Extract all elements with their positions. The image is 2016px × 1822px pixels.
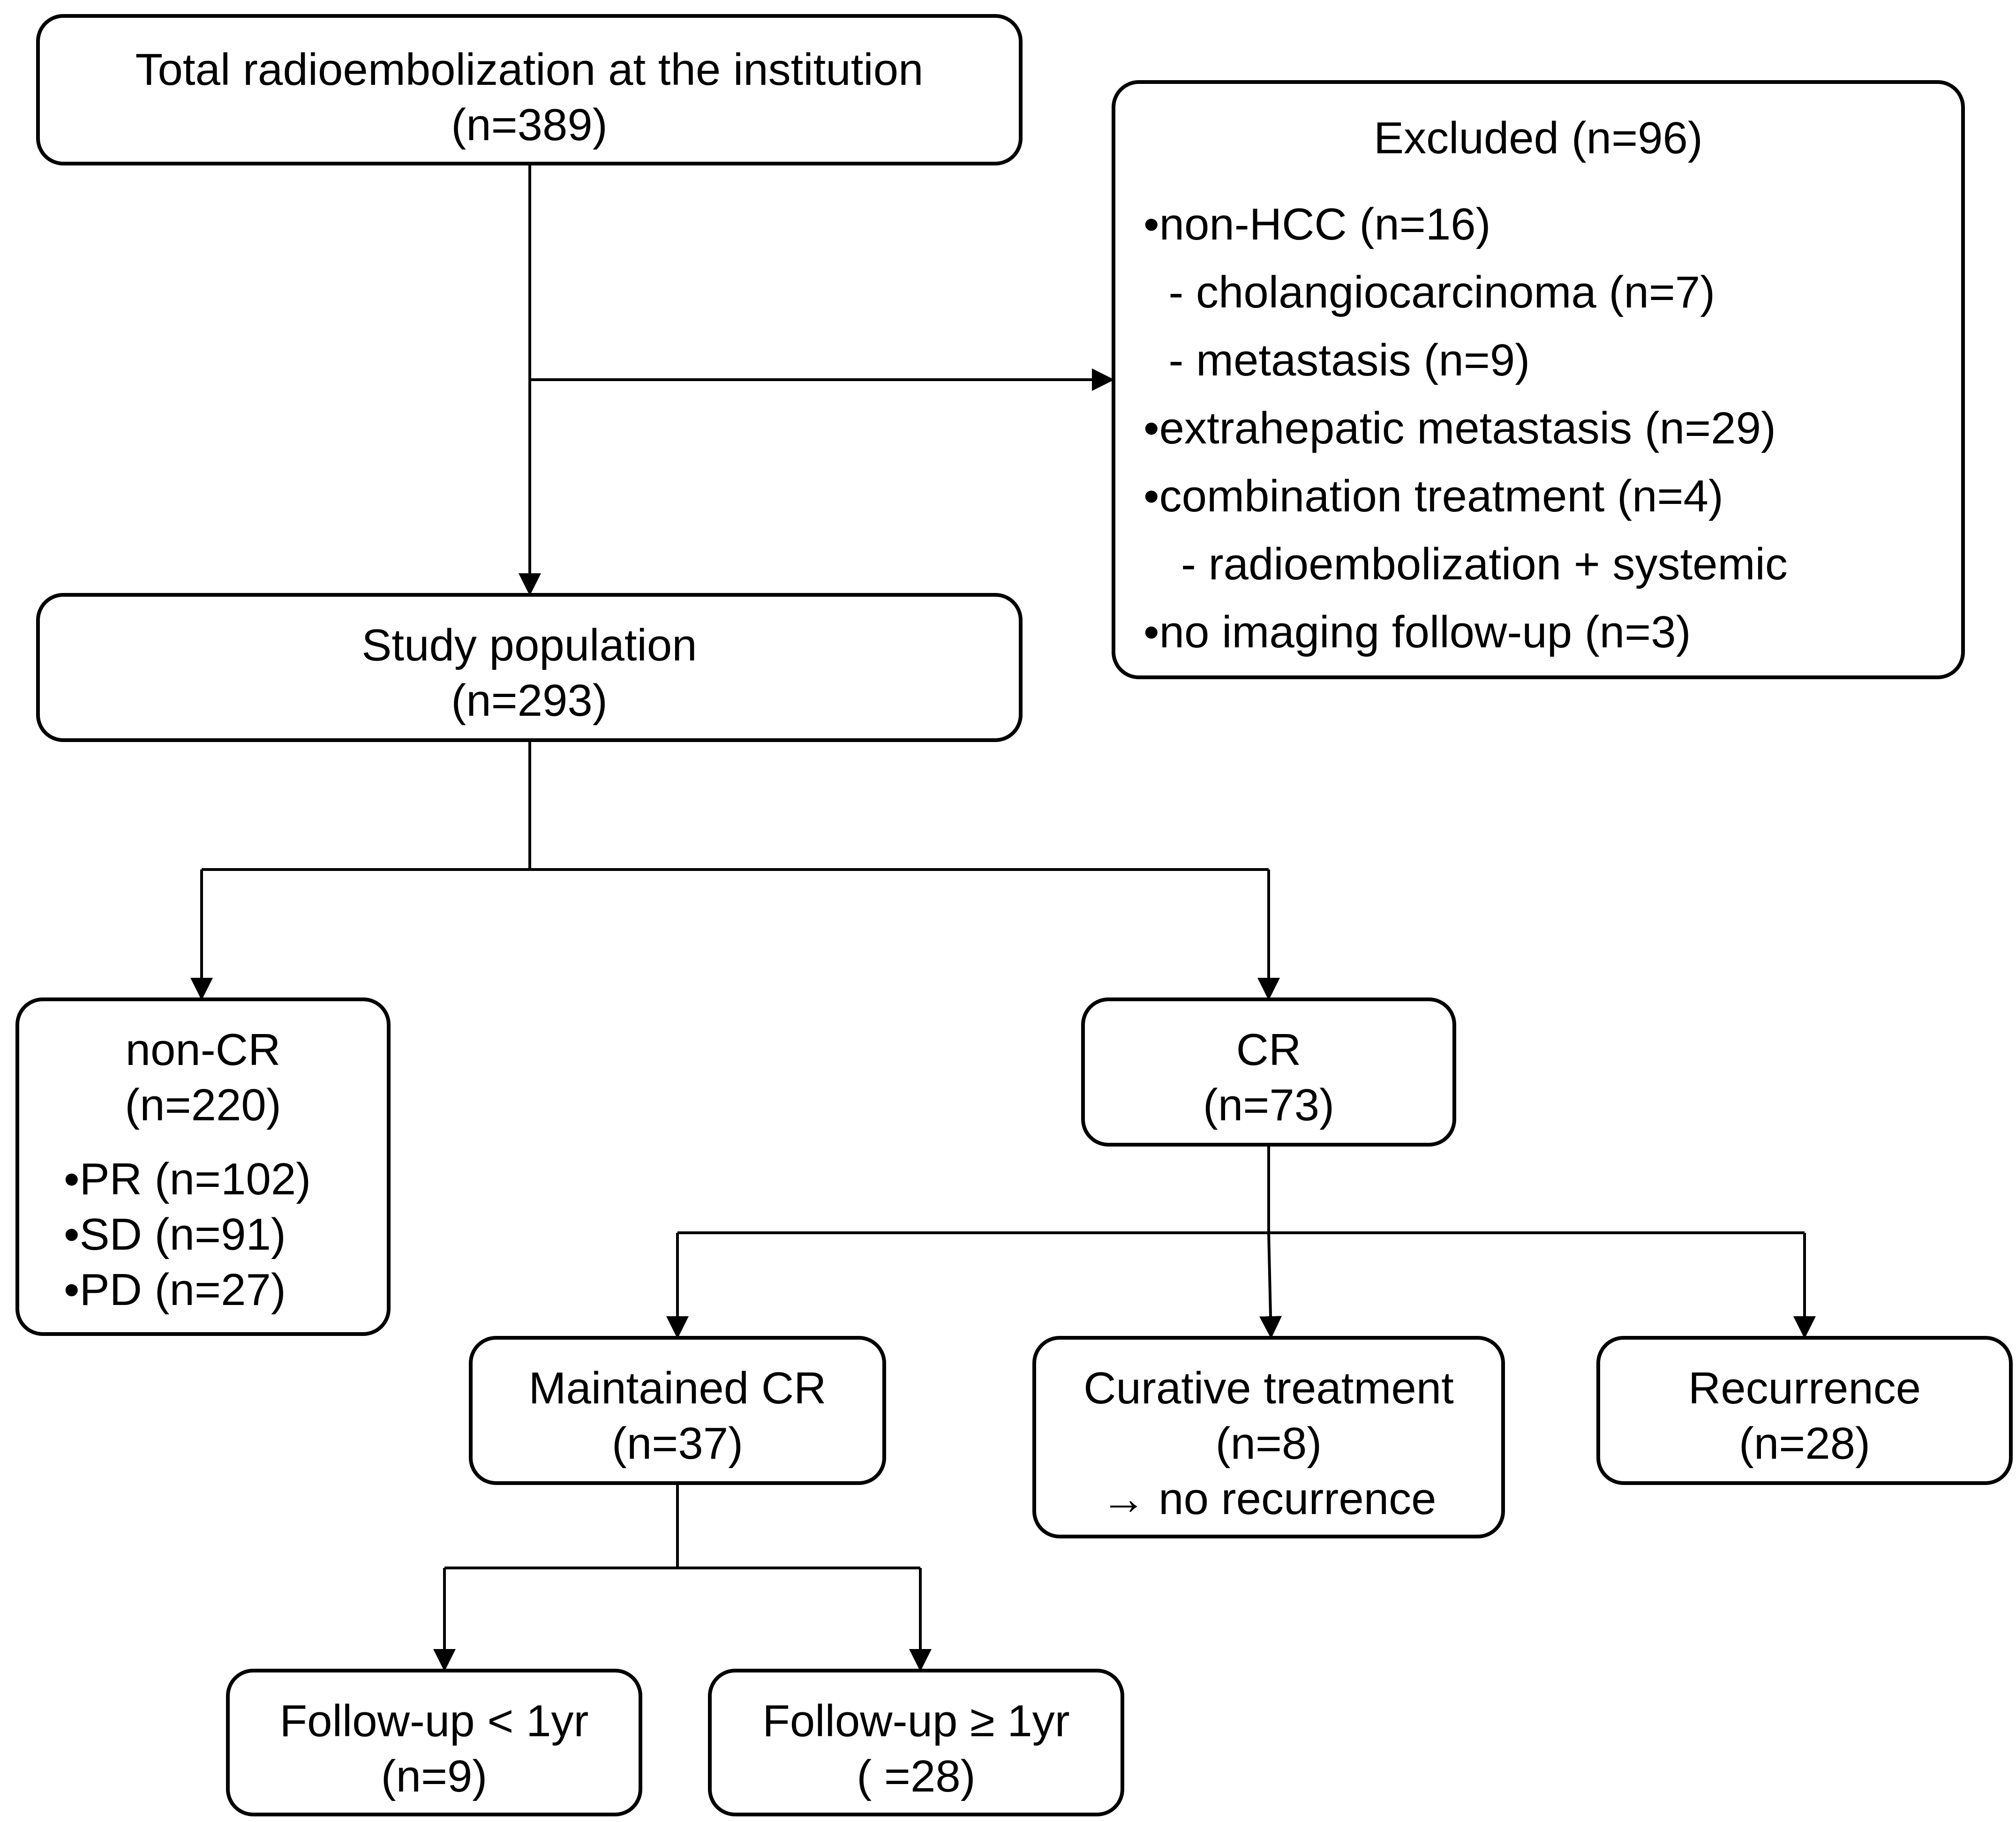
excluded-item: •no imaging follow-up (n=3)	[1143, 607, 1691, 657]
curative-count: (n=8)	[1215, 1418, 1322, 1469]
total-radioembolization-box: Total radioembolization at the instituti…	[36, 14, 1023, 165]
non-cr-item: •SD (n=91)	[64, 1209, 286, 1260]
non-cr-item: •PD (n=27)	[64, 1265, 286, 1315]
recurrence-title: Recurrence	[1688, 1363, 1921, 1413]
followup-lt-title: Follow-up < 1yr	[279, 1696, 589, 1746]
connector-to-curative	[1259, 1232, 1282, 1339]
excluded-item: - cholangiocarcinoma (n=7)	[1143, 267, 1715, 317]
non-cr-title: non-CR	[125, 1025, 281, 1075]
study-count: (n=293)	[451, 675, 608, 726]
recurrence-count: (n=28)	[1738, 1418, 1871, 1469]
curative-treatment-box: Curative treatment (n=8) → no recurrence	[1032, 1336, 1505, 1538]
followup-lt-count: (n=9)	[381, 1751, 488, 1801]
followup-ge-count: ( =28)	[857, 1751, 976, 1801]
curative-title: Curative treatment	[1083, 1363, 1454, 1413]
non-cr-item: •PR (n=102)	[64, 1154, 311, 1204]
excluded-title: Excluded (n=96)	[1374, 113, 1703, 163]
total-count: (n=389)	[451, 100, 608, 150]
cr-title: CR	[1236, 1025, 1301, 1075]
maintained-cr-box: Maintained CR (n=37)	[469, 1336, 886, 1485]
followup-less-than-1yr-box: Follow-up < 1yr (n=9)	[226, 1669, 642, 1816]
excluded-list: •non-HCC (n=16) - cholangiocarcinoma (n=…	[1115, 190, 1961, 666]
cr-box: CR (n=73)	[1081, 997, 1456, 1147]
recurrence-box: Recurrence (n=28)	[1596, 1336, 2013, 1485]
non-cr-count: (n=220)	[125, 1080, 281, 1130]
study-population-box: Study population (n=293)	[36, 593, 1023, 742]
total-title: Total radioembolization at the instituti…	[135, 45, 924, 95]
curative-note: → no recurrence	[1101, 1474, 1437, 1524]
excluded-box: Excluded (n=96) •non-HCC (n=16) - cholan…	[1112, 80, 1965, 679]
maintained-count: (n=37)	[611, 1418, 744, 1469]
followup-at-least-1yr-box: Follow-up ≥ 1yr ( =28)	[708, 1669, 1124, 1816]
excluded-item: •non-HCC (n=16)	[1143, 199, 1491, 249]
excluded-item: - radioembolization + systemic	[1143, 539, 1788, 589]
excluded-item: - metastasis (n=9)	[1143, 335, 1530, 385]
cr-count: (n=73)	[1203, 1080, 1335, 1130]
non-cr-box: non-CR (n=220) •PR (n=102) •SD (n=91) •P…	[15, 997, 391, 1336]
excluded-item: •combination treatment (n=4)	[1143, 471, 1723, 521]
maintained-title: Maintained CR	[528, 1363, 827, 1413]
followup-ge-title: Follow-up ≥ 1yr	[762, 1696, 1070, 1746]
non-cr-list: •PR (n=102) •SD (n=91) •PD (n=27)	[19, 1152, 387, 1318]
study-title: Study population	[361, 620, 697, 670]
excluded-item: •extrahepatic metastasis (n=29)	[1143, 403, 1776, 453]
